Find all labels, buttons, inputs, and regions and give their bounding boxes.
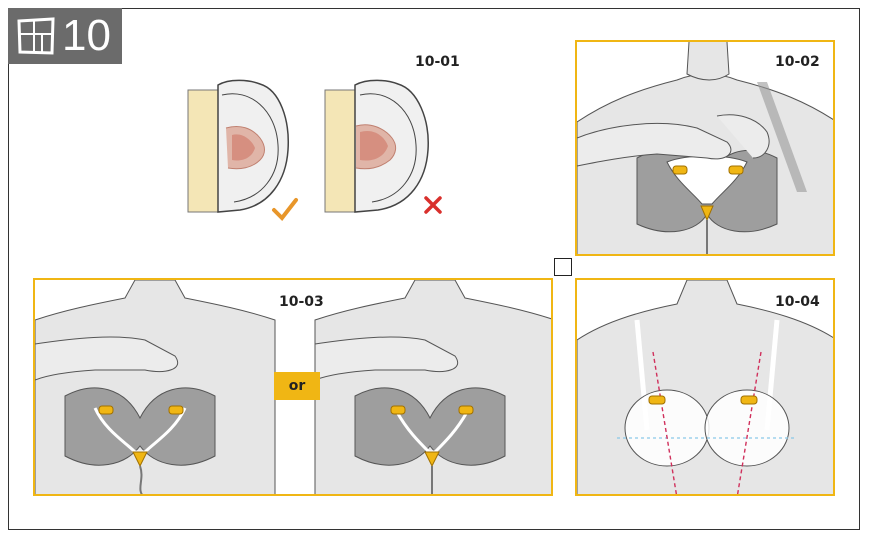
step-badge: 10: [8, 8, 122, 64]
left-figure: [35, 280, 275, 496]
connector-square: [554, 258, 572, 276]
step-number: 10: [62, 14, 111, 58]
or-badge: or: [274, 372, 320, 400]
panel-label-10-04: 10-04: [775, 294, 820, 310]
flange-position-illustration: [577, 280, 835, 496]
page-layout-icon: [16, 16, 56, 56]
panel-10-02: [575, 40, 835, 256]
incorrect-fit-figure: [325, 80, 428, 212]
correct-fit-figure: [188, 80, 288, 212]
cross-icon: [426, 198, 440, 212]
panel-label-10-02: 10-02: [775, 54, 820, 70]
panel-label-10-01: 10-01: [415, 54, 460, 70]
panel-10-04: [575, 278, 835, 496]
bra-insertion-illustration: [577, 42, 835, 256]
right-figure: [315, 280, 553, 496]
panel-label-10-03: 10-03: [279, 294, 324, 310]
check-icon: [274, 200, 296, 218]
